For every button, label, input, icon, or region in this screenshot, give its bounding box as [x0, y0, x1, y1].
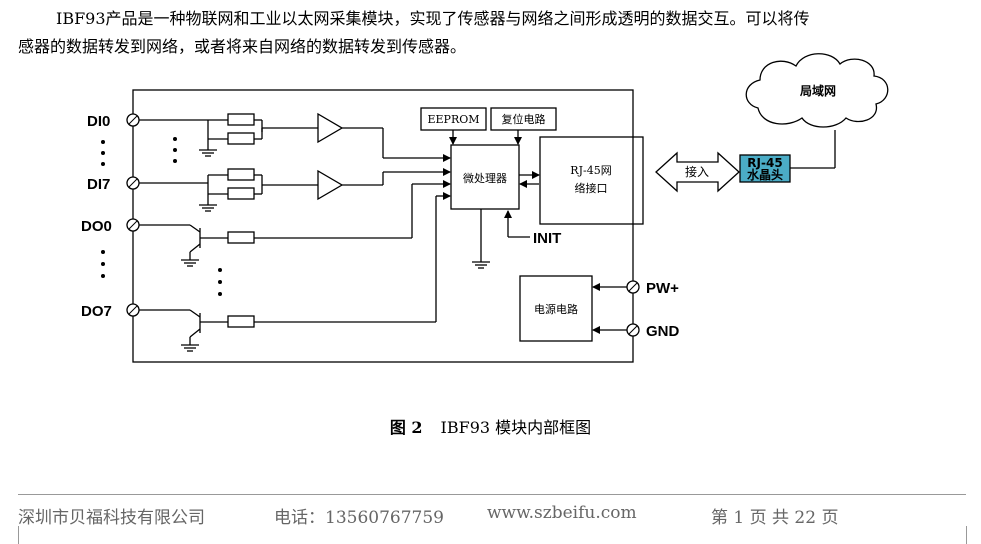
footer-website[interactable]: www.szbeifu.com: [487, 503, 637, 523]
rj45-label-line1: RJ-45网: [570, 164, 611, 177]
rj45-interface-block: [539, 136, 644, 225]
rj45-label-line2: 络接口: [575, 181, 608, 195]
intro-line-2: 感器的数据转发到网络，或者将来自网络的数据转发到传感器。: [18, 37, 467, 56]
reset-block: [490, 107, 557, 131]
figure-title: IBF93 模块内部框图: [440, 418, 592, 437]
connect-label: 接入: [685, 164, 709, 179]
intro-line-1: IBF93产品是一种物联网和工业以太网采集模块，实现了传感器与网络之间形成透明的…: [56, 9, 810, 28]
pin-label-di7: DI7: [87, 176, 110, 193]
jack-label-line2: 水晶头: [747, 167, 783, 182]
mcu-block: [450, 144, 520, 210]
pin-label-gnd: GND: [646, 323, 680, 340]
reset-label: 复位电路: [502, 112, 546, 126]
power-label: 电源电路: [534, 302, 578, 316]
eeprom-label: EEPROM: [427, 113, 479, 126]
lan-label: 局域网: [800, 83, 836, 98]
pin-label-do7: DO7: [81, 303, 112, 320]
mcu-label: 微处理器: [463, 171, 507, 185]
footer-company: 深圳市贝福科技有限公司: [18, 508, 205, 528]
intro-paragraph: IBF93产品是一种物联网和工业以太网采集模块，实现了传感器与网络之间形成透明的…: [18, 5, 973, 61]
crop-mark-left: [18, 526, 19, 544]
pin-label-di0: DI0: [87, 113, 110, 130]
power-block: [519, 275, 593, 342]
di7-buffer: [317, 169, 344, 201]
di0-buffer: [317, 112, 344, 144]
footer-divider: [18, 494, 966, 495]
ellipsis-dots: [101, 137, 222, 296]
jack-label-line1: RJ-45: [747, 156, 782, 170]
footer-phone: 电话：13560767759: [274, 508, 444, 528]
init-label: INIT: [533, 230, 561, 247]
figure-caption: 图 2 IBF93 模块内部框图: [0, 414, 981, 438]
connect-arrow: [655, 151, 740, 193]
lan-cloud: [745, 53, 889, 128]
crop-mark-right: [966, 526, 967, 544]
figure-number: 图 2: [389, 418, 423, 437]
pin-label-pw: PW+: [646, 280, 679, 297]
footer-page-number: 第 1 页 共 22 页: [711, 508, 839, 528]
pin-label-do0: DO0: [81, 218, 112, 235]
